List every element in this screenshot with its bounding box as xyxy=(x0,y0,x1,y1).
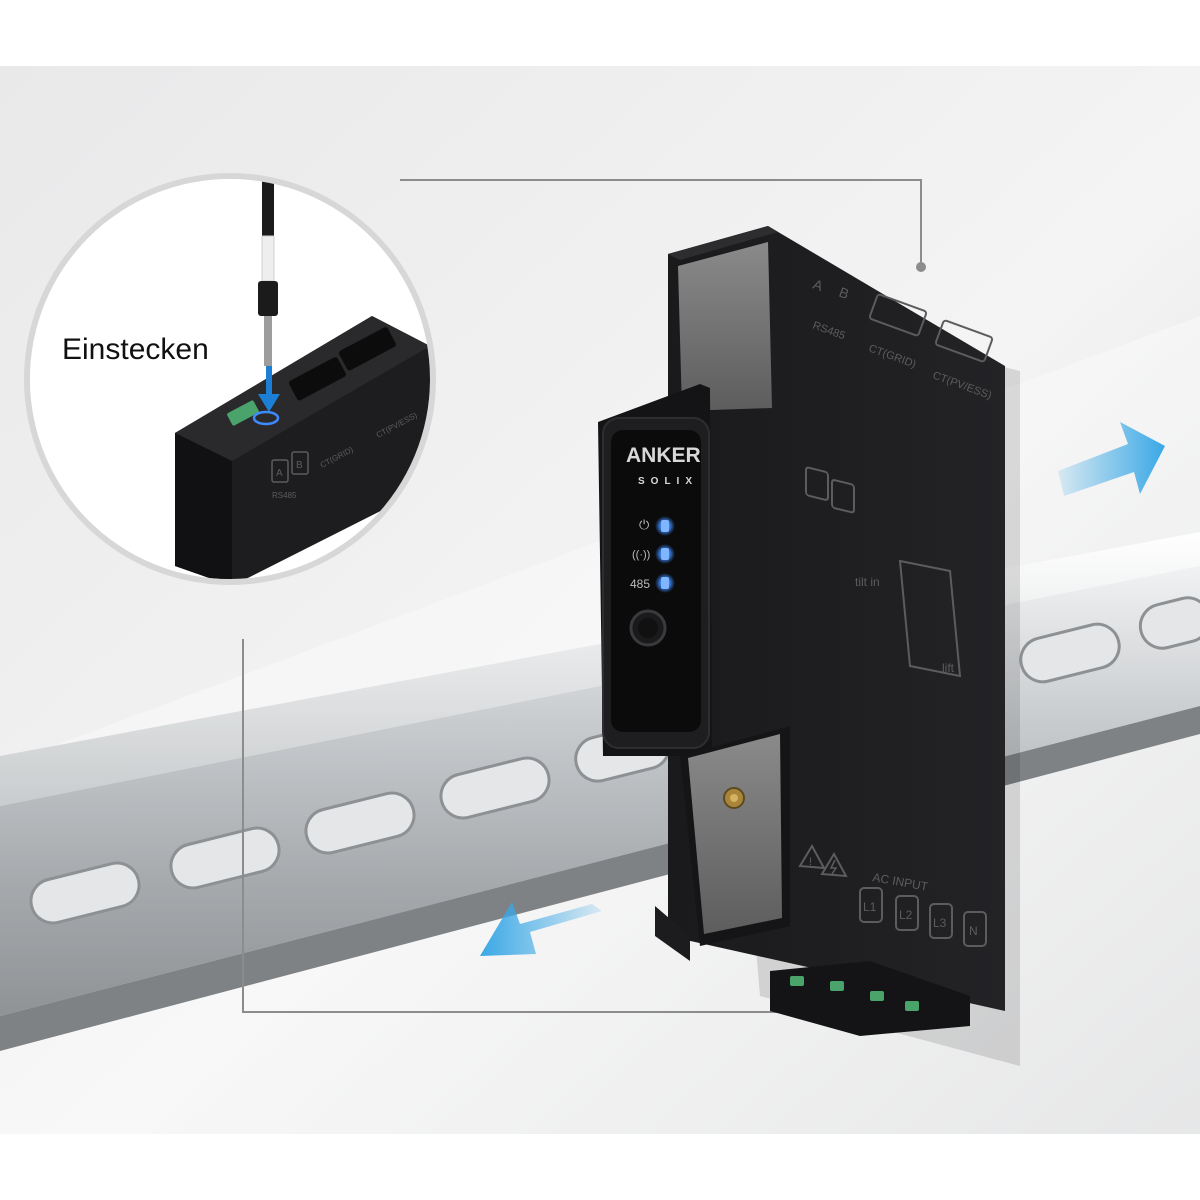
svg-text:!: ! xyxy=(809,856,812,868)
power-icon: ⏻ xyxy=(639,517,649,532)
brand-anker: ANKER xyxy=(626,444,701,467)
brand-solix: SOLIX xyxy=(638,476,698,487)
arrow-left-icon xyxy=(480,902,602,956)
callout-port-a: A xyxy=(276,468,283,479)
status-leds: ⏻ ((·)) 485 xyxy=(630,516,675,593)
arrow-down-icon xyxy=(252,366,280,426)
callout-label-einstecken: Einstecken xyxy=(62,333,209,366)
callout-port-b: B xyxy=(296,460,303,471)
photo-canvas: A B RS485 CT(GRID) CT(PV/ESS) tilt in li… xyxy=(0,66,1200,1134)
wifi-icon: ((·)) xyxy=(632,549,650,561)
arrow-right-icon xyxy=(1058,422,1165,496)
connector-dot xyxy=(916,262,926,272)
lift-label: lift xyxy=(942,661,955,675)
ferrule xyxy=(264,316,272,366)
rs485-led-label: 485 xyxy=(630,577,650,591)
terminal-screws xyxy=(790,976,919,1011)
terminal-l2: L2 xyxy=(899,908,913,922)
terminal-l3: L3 xyxy=(933,916,947,930)
tilt-in-label: tilt in xyxy=(855,575,880,589)
lightning-warning-icon xyxy=(820,851,848,878)
callout-inset: A B RS485 CT(GRID) CT(PV/ESS) Einstecken xyxy=(24,173,436,585)
terminal-l1: L1 xyxy=(863,900,877,914)
cable xyxy=(262,179,274,236)
warning-icon: ! xyxy=(798,843,826,870)
smart-meter-device: A B RS485 CT(GRID) CT(PV/ESS) tilt in li… xyxy=(598,226,1020,1066)
ac-terminal-labels: L1 L2 L3 N xyxy=(859,887,987,947)
callout-rs485: RS485 xyxy=(272,491,297,500)
terminal-n: N xyxy=(969,924,978,938)
callout-connector xyxy=(242,179,922,1013)
